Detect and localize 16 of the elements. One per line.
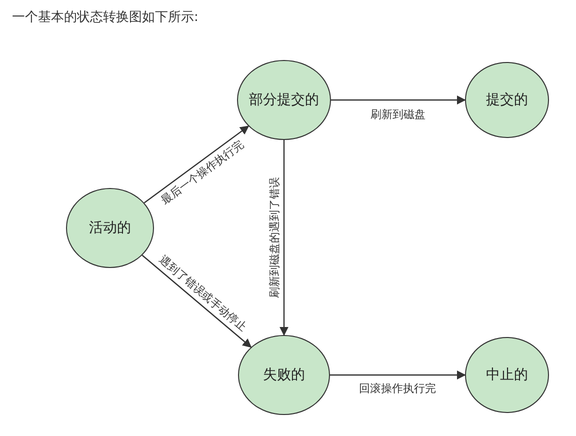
arrow	[330, 370, 466, 380]
edge-label: 回滚操作执行完	[359, 380, 436, 396]
state-name: 活动的	[89, 219, 131, 237]
edge-label: 刷新到磁盘	[370, 106, 426, 122]
arrow	[331, 96, 466, 104]
state-name: 中止的	[486, 366, 528, 384]
state-name: 部分提交的	[249, 91, 319, 109]
edge-label: 遇到了错误或手动停止	[156, 252, 250, 335]
edge-label: 刷新到磁盘的遇到了错误	[266, 177, 282, 298]
arrow	[144, 126, 250, 204]
edge-label: 最后一个操作执行完	[158, 137, 247, 208]
title: 一个基本的状态转换图如下所示:	[12, 9, 198, 26]
arrow	[142, 254, 252, 348]
arrow	[280, 140, 288, 336]
state-name: 失败的	[263, 366, 305, 384]
state-name: 提交的	[486, 91, 528, 109]
